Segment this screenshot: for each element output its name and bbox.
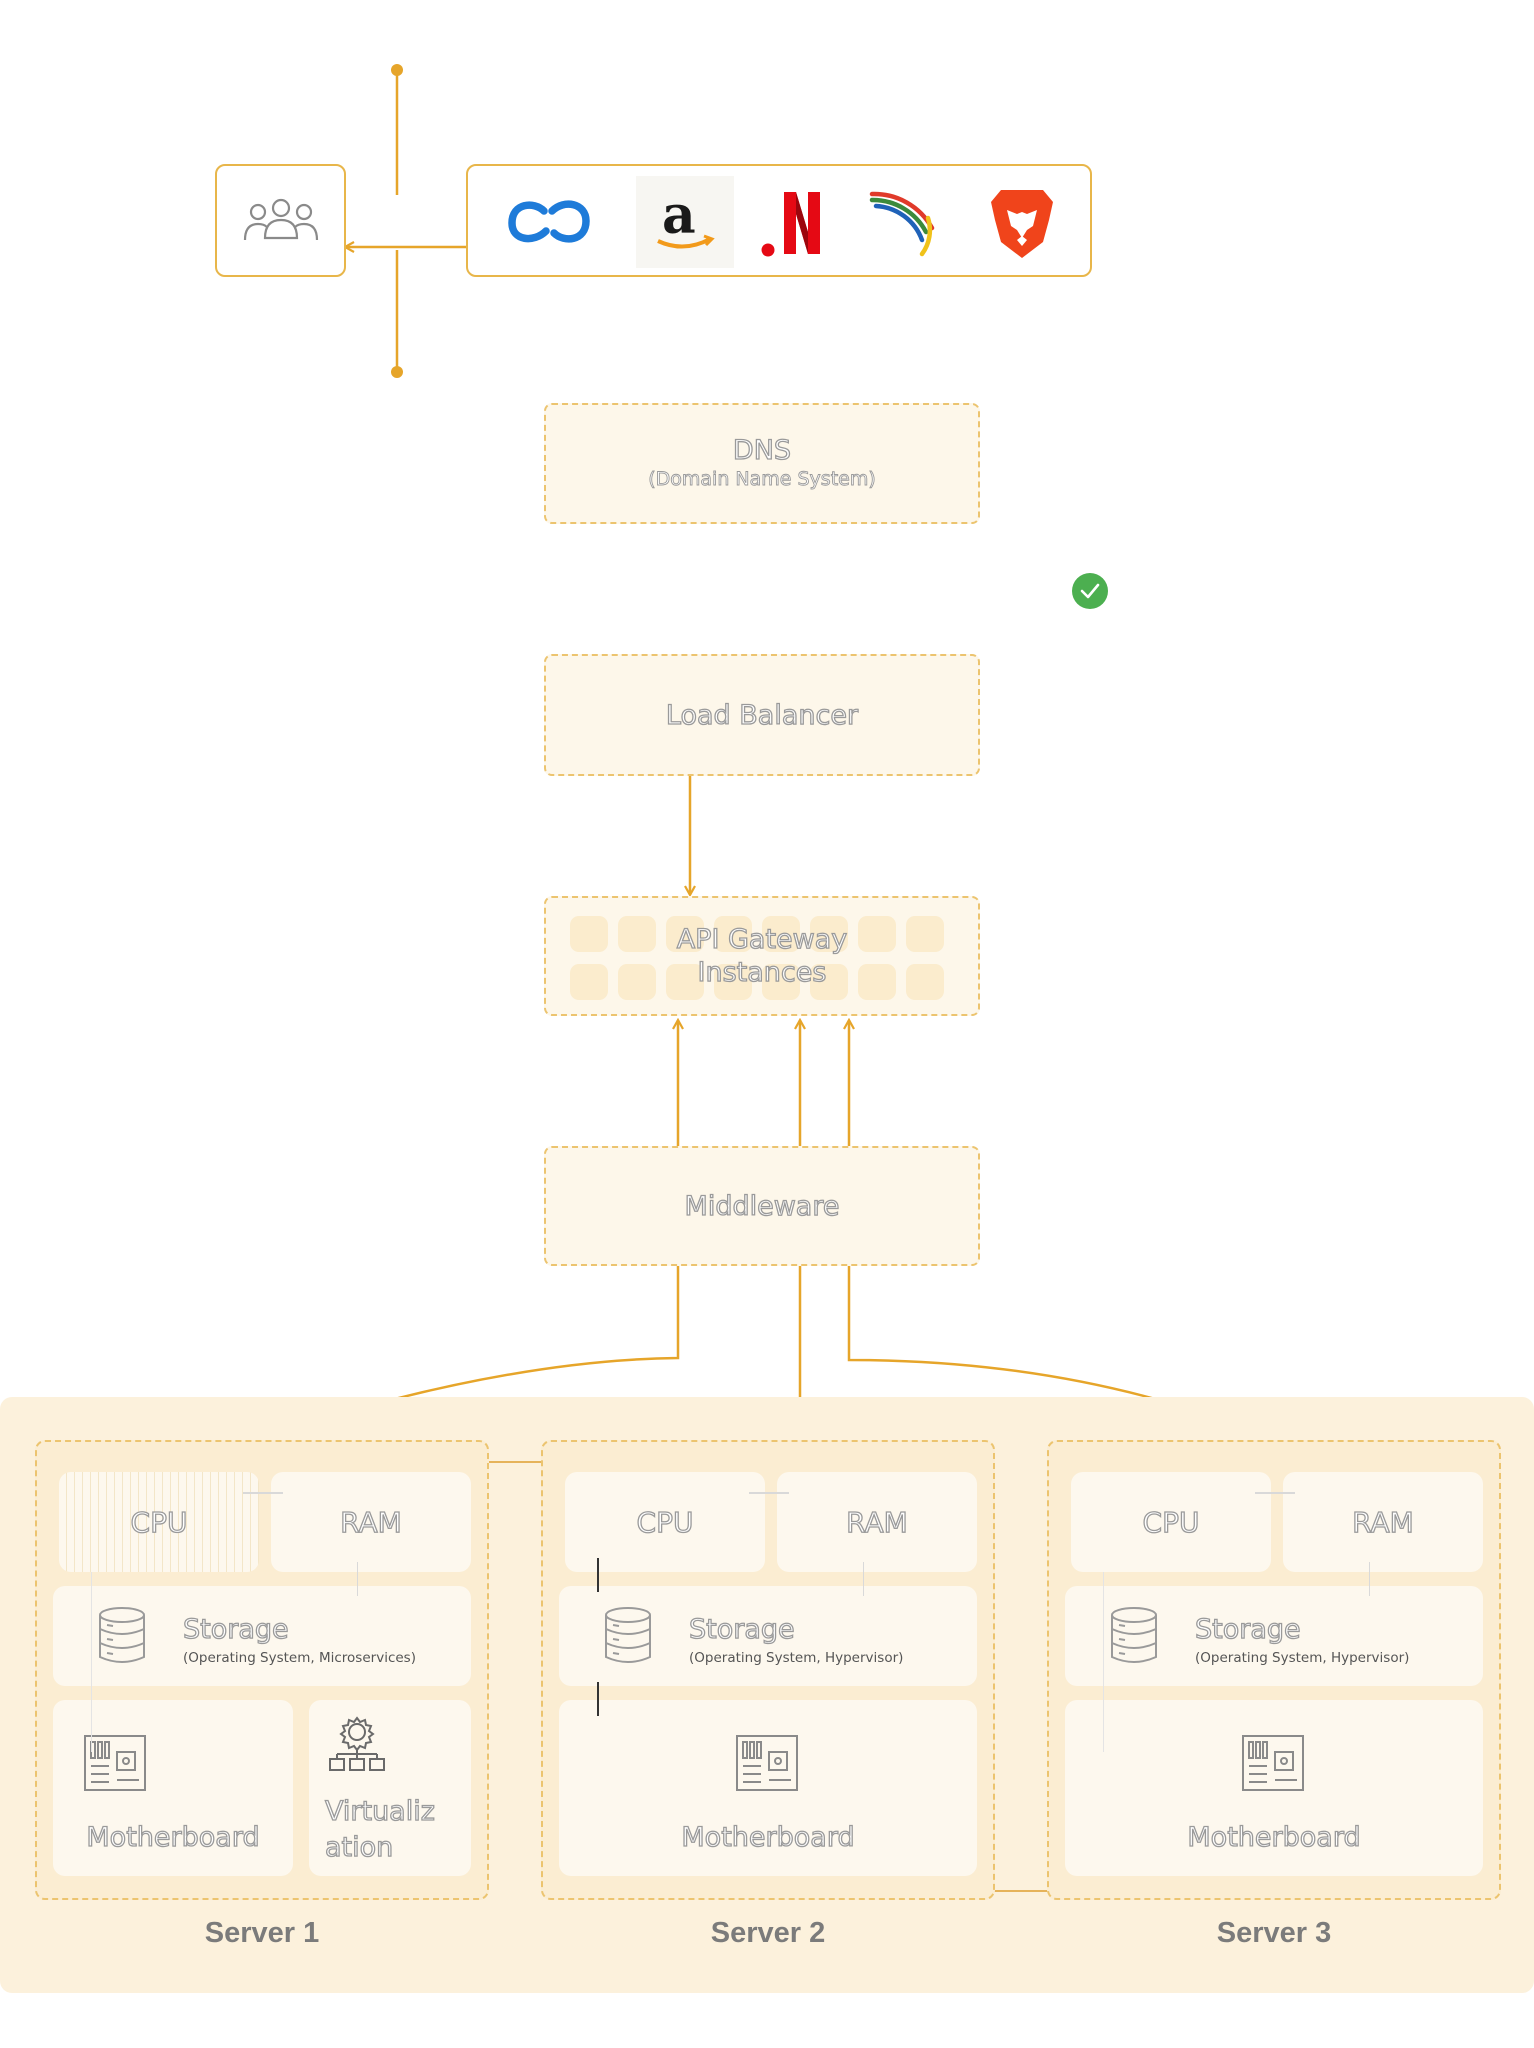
cpu-storage-link — [91, 1572, 92, 1752]
virtualization-label-line1: Virtualiz — [324, 1795, 435, 1827]
load-balancer-box: Load Balancer — [544, 654, 980, 776]
middleware-box: Middleware — [544, 1146, 980, 1266]
ram-label: RAM — [846, 1505, 909, 1539]
api-instance — [618, 916, 656, 952]
database-icon — [1111, 1607, 1157, 1663]
api-instance — [906, 916, 944, 952]
cpu-card: CPU — [1071, 1472, 1271, 1572]
virtualization-label-line2: ation — [324, 1831, 394, 1863]
virtualization-card: Virtualiz ation — [309, 1700, 471, 1876]
api-instance — [762, 916, 800, 952]
dns-title: DNS — [732, 434, 792, 466]
middleware-title: Middleware — [684, 1190, 840, 1222]
cpu-storage-link — [1103, 1572, 1104, 1752]
motherboard-card: Motherboard — [1065, 1700, 1483, 1876]
api-instance — [714, 964, 752, 1000]
load-balancer-title: Load Balancer — [665, 699, 859, 731]
ram-card: RAM — [777, 1472, 977, 1572]
motherboard-card: Motherboard — [53, 1700, 293, 1876]
svg-text:a: a — [662, 187, 696, 246]
cpu-label: CPU — [636, 1505, 694, 1539]
cpu-storage-link — [597, 1558, 599, 1592]
storage-card: Storage (Operating System, Hypervisor) — [1065, 1586, 1483, 1686]
cpu-label: CPU — [130, 1505, 188, 1539]
api-instance — [810, 964, 848, 1000]
ram-storage-link — [863, 1562, 864, 1596]
server-3: CPU RAM Storage (Operating System, Hyper… — [1047, 1440, 1501, 1900]
api-instance — [618, 964, 656, 1000]
brave-lion-icon — [982, 184, 1062, 264]
api-instance — [666, 916, 704, 952]
database-icon — [99, 1607, 145, 1663]
server-1-title: Server 1 — [204, 1917, 320, 1949]
motherboard-icon — [736, 1735, 798, 1791]
users-icon — [243, 198, 318, 240]
dreamwidth-icon — [864, 186, 944, 266]
server-2: CPU RAM Storage (Operating System, Hyper… — [541, 1440, 995, 1900]
api-instance — [666, 964, 704, 1000]
netflix-icon — [752, 184, 832, 264]
api-instance — [858, 916, 896, 952]
ram-storage-link — [357, 1562, 358, 1596]
server-2-title: Server 2 — [710, 1917, 826, 1949]
api-gateway-line1: API Gateway — [676, 923, 848, 955]
api-instance — [714, 916, 752, 952]
storage-label: Storage — [688, 1613, 795, 1645]
storage-sublabel: (Operating System, Hypervisor) — [689, 1650, 904, 1666]
virtualization-icon — [329, 1716, 385, 1771]
cpu-ram-link — [243, 1492, 283, 1494]
api-instance — [906, 964, 944, 1000]
api-instance — [762, 964, 800, 1000]
storage-motherboard-link — [597, 1682, 599, 1716]
storage-sublabel: (Operating System, Microservices) — [183, 1650, 416, 1666]
ram-card: RAM — [1283, 1472, 1483, 1572]
api-gateway-line2: Instances — [697, 956, 827, 988]
storage-sublabel: (Operating System, Hypervisor) — [1195, 1650, 1410, 1666]
server-1: CPU RAM Storage (Operating System, Micro… — [35, 1440, 489, 1900]
cpu-ram-link — [1255, 1492, 1295, 1494]
ram-storage-link — [1369, 1562, 1370, 1596]
cpu-card: CPU — [565, 1472, 765, 1572]
users-box — [215, 164, 346, 277]
api-instance — [570, 964, 608, 1000]
api-gateway-box: API Gateway Instances — [544, 896, 980, 1016]
motherboard-card: Motherboard — [559, 1700, 977, 1876]
server-link-1-2 — [470, 1461, 542, 1463]
servers-panel: CPU RAM Storage (Operating System, Micro… — [0, 1397, 1534, 1993]
api-instances-grid — [570, 916, 960, 1000]
motherboard-icon — [1242, 1735, 1304, 1791]
server-3-title: Server 3 — [1216, 1917, 1332, 1949]
cpu-card: CPU — [59, 1472, 259, 1572]
zoho-icon — [504, 186, 594, 256]
check-circle-icon — [1071, 572, 1109, 610]
storage-label: Storage — [1194, 1613, 1301, 1645]
amazon-icon: a — [636, 176, 734, 268]
api-instance — [858, 964, 896, 1000]
ram-label: RAM — [340, 1505, 403, 1539]
motherboard-label: Motherboard — [86, 1821, 261, 1853]
cpu-ram-link — [749, 1492, 789, 1494]
ram-label: RAM — [1352, 1505, 1415, 1539]
database-icon — [605, 1607, 651, 1663]
dns-subtitle: (Domain Name System) — [648, 467, 876, 490]
client-apps-box: a — [466, 164, 1092, 277]
motherboard-label: Motherboard — [1187, 1821, 1362, 1853]
storage-label: Storage — [182, 1613, 289, 1645]
storage-card: Storage (Operating System, Microservices… — [53, 1586, 471, 1686]
server-link-2-3 — [984, 1890, 1068, 1892]
api-instance — [570, 916, 608, 952]
motherboard-icon — [84, 1735, 146, 1791]
motherboard-label: Motherboard — [681, 1821, 856, 1853]
ram-card: RAM — [271, 1472, 471, 1572]
api-instance — [810, 916, 848, 952]
cpu-label: CPU — [1142, 1505, 1200, 1539]
client-connector — [345, 64, 466, 378]
dns-box: DNS (Domain Name System) — [544, 403, 980, 524]
storage-card: Storage (Operating System, Hypervisor) — [559, 1586, 977, 1686]
